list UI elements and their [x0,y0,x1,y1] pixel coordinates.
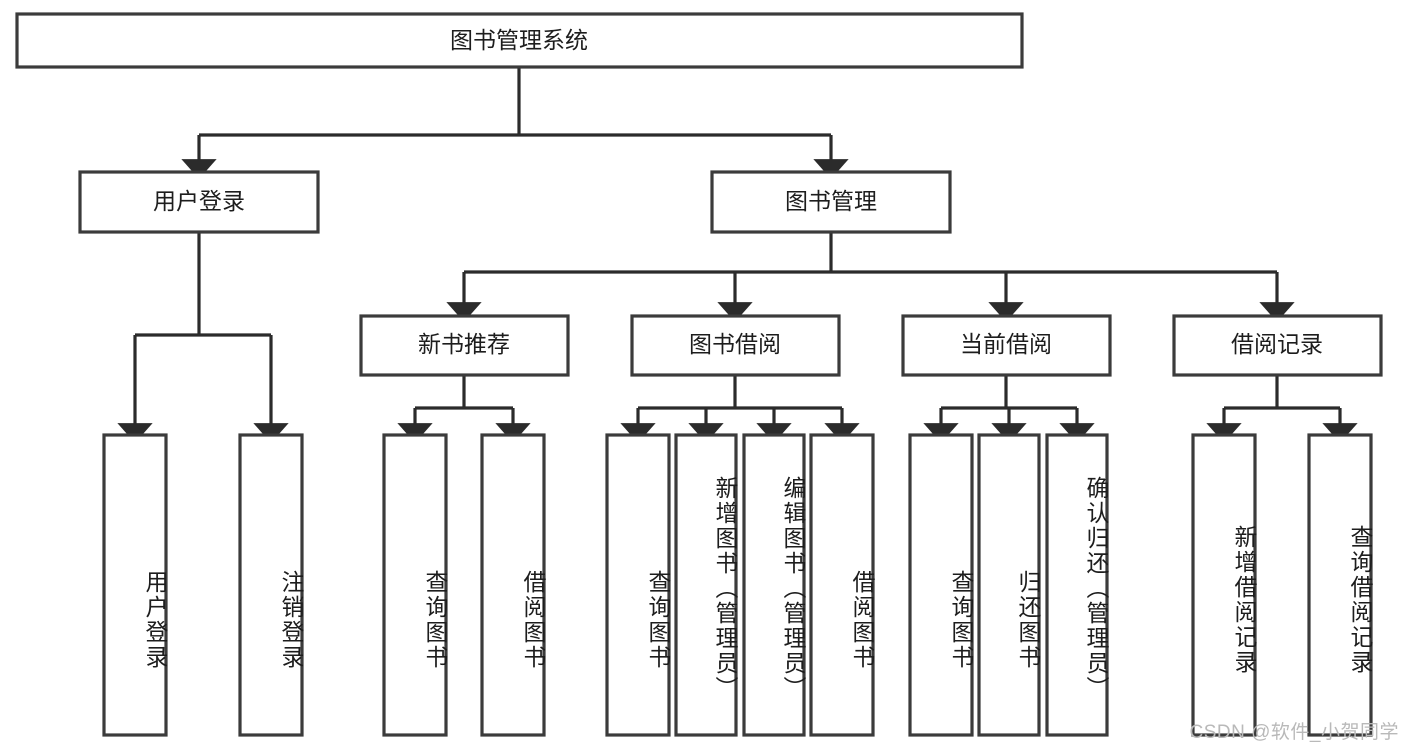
node-root[interactable]: 图书管理系统 [15,12,1024,69]
node-borrow-records-box[interactable] [1172,314,1383,377]
node-current-borrow[interactable]: 当前借阅 [901,314,1112,377]
leaf-label-book-borrow-3: 编辑图书（管理员） [780,475,806,701]
leaf-box-current-borrow-3[interactable] [1045,433,1109,737]
node-current-borrow-box[interactable] [901,314,1112,377]
leaf-label-current-borrow-2: 归还图书 [1015,570,1041,670]
node-borrow-records-label: 借阅记录 [1231,331,1323,357]
node-book-manage-label: 图书管理 [785,188,877,214]
node-current-borrow-label: 当前借阅 [960,331,1052,357]
edges-group [117,67,1358,443]
leaf-label-book-borrow-2: 新增图书（管理员） [712,475,738,701]
leaf-box-book-borrow-2[interactable] [674,433,738,737]
leaf-box-book-borrow-4[interactable] [809,433,875,737]
node-book-borrow-label: 图书借阅 [689,331,781,357]
leaf-label-current-borrow-1: 查询图书 [948,570,974,670]
leaf-label-current-borrow-3: 确认归还（管理员） [1083,475,1109,701]
node-root-label: 图书管理系统 [450,27,588,53]
leaf-box-borrow-records-1[interactable] [1191,433,1257,737]
node-new-book-recommend-box[interactable] [359,314,570,377]
watermark-label: CSDN @软件_小贺同学 [1189,722,1399,743]
leaf-box-new-book-2[interactable] [480,433,546,737]
leaf-box-borrow-records-2[interactable] [1307,433,1373,737]
node-user-login-box[interactable] [78,170,320,234]
leaf-box-current-borrow-1[interactable] [908,433,974,737]
leaf-label-borrow-records-2: 查询借阅记录 [1347,525,1373,675]
leaf-box-book-borrow-1[interactable] [605,433,671,737]
leaf-label-book-borrow-4: 借阅图书 [849,570,875,670]
leaf-box-new-book-1[interactable] [382,433,448,737]
node-root-box[interactable] [15,12,1024,69]
leaf-boxes-group [102,433,1373,737]
leaf-label-book-borrow-1: 查询图书 [645,570,671,670]
node-user-login-label: 用户登录 [153,188,245,214]
node-book-borrow-box[interactable] [630,314,841,377]
leaf-box-current-borrow-2[interactable] [977,433,1041,737]
leaf-box-book-borrow-3[interactable] [742,433,806,737]
leaf-label-user-login-1: 用户登录 [142,570,168,670]
leaf-label-new-book-1: 查询图书 [422,570,448,670]
leaf-label-borrow-records-1: 新增借阅记录 [1231,525,1257,675]
node-borrow-records[interactable]: 借阅记录 [1172,314,1383,377]
leaf-box-user-login-1[interactable] [102,433,168,737]
node-new-book-recommend[interactable]: 新书推荐 [359,314,570,377]
node-book-manage[interactable]: 图书管理 [710,170,952,234]
node-book-manage-box[interactable] [710,170,952,234]
node-book-borrow[interactable]: 图书借阅 [630,314,841,377]
node-user-login[interactable]: 用户登录 [78,170,320,234]
leaf-box-user-login-2[interactable] [238,433,304,737]
leaf-label-user-login-2: 注销登录 [278,570,304,670]
node-new-book-recommend-label: 新书推荐 [418,331,510,357]
leaf-label-new-book-2: 借阅图书 [520,570,546,670]
